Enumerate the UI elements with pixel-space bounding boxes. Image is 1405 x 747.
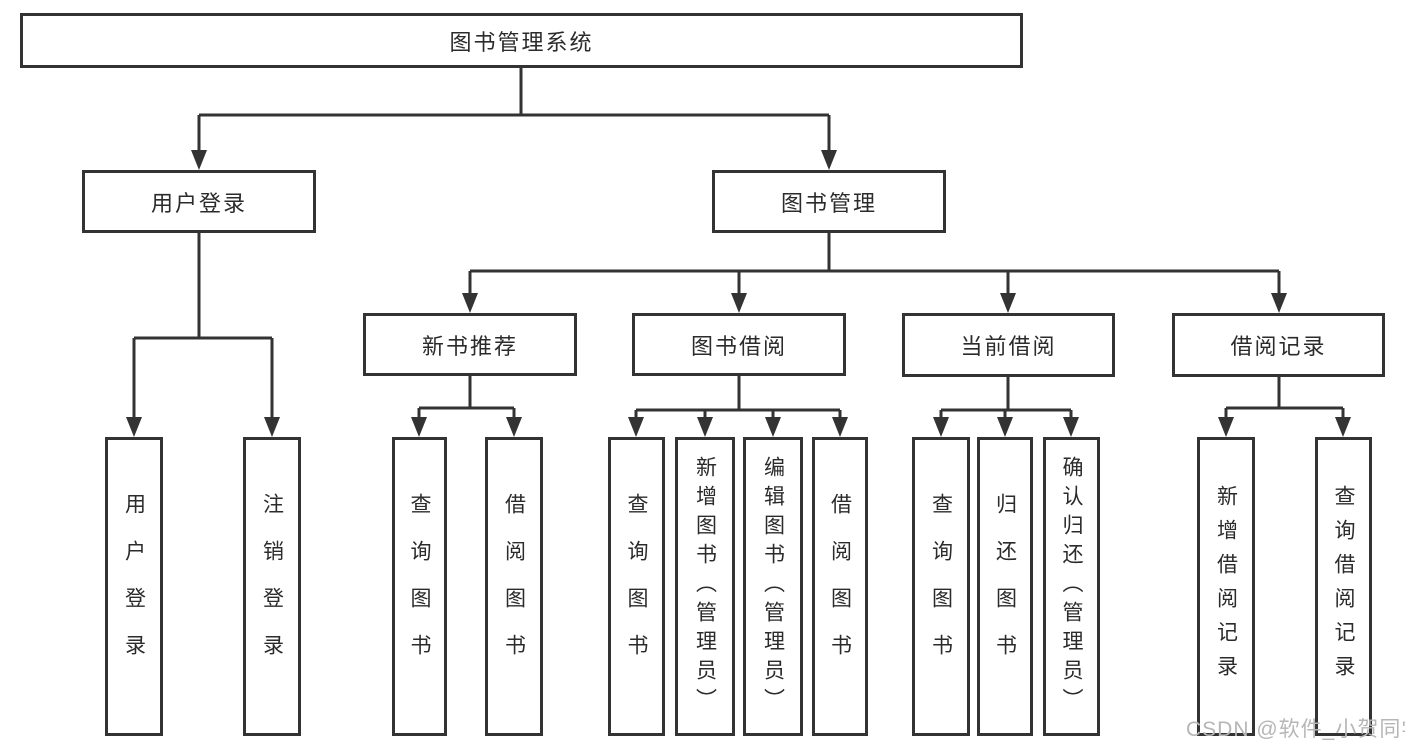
node-book-borrow: 图书借阅 [632, 313, 846, 376]
leaf-newrec-query-book: 查询图书 [392, 437, 447, 736]
leaf-logout-login: 注销登录 [243, 437, 301, 736]
leaf-borrow-edit-book-admin-label: 编辑图书（管理员） [761, 456, 785, 717]
leaf-newrec-borrow-book: 借阅图书 [485, 437, 543, 736]
node-current-borrow: 当前借阅 [902, 313, 1115, 377]
node-root-system: 图书管理系统 [20, 13, 1023, 68]
leaf-borrow-query-book: 查询图书 [608, 437, 665, 736]
node-new-book-recommend: 新书推荐 [363, 313, 577, 376]
leaf-borrow-add-book-admin: 新增图书（管理员） [675, 437, 735, 736]
node-root-label: 图书管理系统 [449, 29, 594, 55]
leaf-borrow-borrow-book-label: 借阅图书 [828, 492, 852, 681]
node-current-borrow-label: 当前借阅 [960, 334, 1057, 359]
leaf-current-confirm-return-admin: 确认归还（管理员） [1043, 437, 1100, 736]
leaf-records-add-record: 新增借阅记录 [1197, 437, 1255, 736]
leaf-borrow-borrow-book: 借阅图书 [812, 437, 868, 736]
node-book-borrow-label: 图书借阅 [690, 333, 787, 359]
leaf-newrec-borrow-book-label: 借阅图书 [502, 492, 526, 681]
node-user-login-branch: 用户登录 [82, 170, 316, 233]
leaf-newrec-query-book-label: 查询图书 [408, 492, 431, 681]
leaf-current-confirm-return-admin-label: 确认归还（管理员） [1060, 456, 1083, 717]
node-book-management-label: 图书管理 [780, 190, 877, 216]
leaf-records-query-record-label: 查询借阅记录 [1332, 484, 1355, 689]
leaf-user-login: 用户登录 [105, 437, 163, 736]
node-borrow-records-label: 借阅记录 [1230, 334, 1327, 359]
node-borrow-records: 借阅记录 [1172, 313, 1385, 377]
connector-arrowheads [126, 150, 1351, 437]
leaf-current-query-book: 查询图书 [912, 437, 970, 736]
leaf-borrow-add-book-admin-label: 新增图书（管理员） [693, 456, 717, 717]
leaf-current-return-book: 归还图书 [977, 437, 1033, 736]
leaf-records-add-record-label: 新增借阅记录 [1214, 484, 1238, 689]
node-new-book-recommend-label: 新书推荐 [421, 333, 518, 359]
connector-lines [132, 68, 1345, 419]
csdn-watermark: CSDN @软件_小贺同学 [1186, 718, 1405, 741]
leaf-borrow-edit-book-admin: 编辑图书（管理员） [743, 437, 803, 736]
leaf-current-query-book-label: 查询图书 [929, 492, 953, 681]
node-user-login-branch-label: 用户登录 [150, 190, 247, 216]
node-book-management: 图书管理 [712, 170, 946, 233]
leaf-user-login-label: 用户登录 [122, 492, 146, 681]
leaf-logout-login-label: 注销登录 [260, 492, 284, 681]
leaf-borrow-query-book-label: 查询图书 [625, 492, 648, 681]
leaf-records-query-record: 查询借阅记录 [1315, 437, 1372, 736]
leaf-current-return-book-label: 归还图书 [993, 492, 1017, 681]
